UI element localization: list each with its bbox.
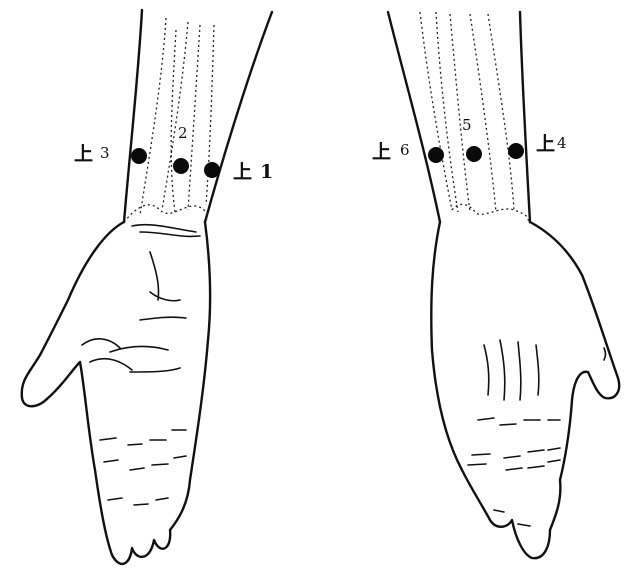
left-forearm-outline xyxy=(124,10,272,222)
right-hand-back xyxy=(388,12,619,558)
left-hand-palm xyxy=(22,10,272,564)
svg-text:4: 4 xyxy=(557,134,567,152)
svg-text:上: 上 xyxy=(536,133,555,155)
left-wrist-crease xyxy=(124,205,207,222)
svg-text:上: 上 xyxy=(74,143,93,165)
left-hand-outline xyxy=(22,222,210,564)
label-upper-2: 2 xyxy=(178,124,188,142)
label-upper-6: 上 6 xyxy=(372,141,410,163)
left-tendon-lines xyxy=(140,18,214,215)
point-upper-1 xyxy=(204,162,220,178)
svg-text:3: 3 xyxy=(100,144,110,162)
right-hand-outline xyxy=(431,222,619,558)
svg-text:1: 1 xyxy=(260,161,273,183)
left-thumb-crease xyxy=(82,339,132,370)
svg-text:5: 5 xyxy=(462,116,472,134)
svg-text:2: 2 xyxy=(178,124,188,142)
svg-text:6: 6 xyxy=(400,141,410,159)
right-hand-lines xyxy=(468,340,606,526)
svg-text:上: 上 xyxy=(233,161,252,183)
point-upper-2 xyxy=(173,158,189,174)
svg-text:上: 上 xyxy=(372,141,391,163)
right-forearm-outline xyxy=(388,12,530,222)
right-wrist-crease xyxy=(452,204,528,222)
point-upper-6 xyxy=(428,147,444,163)
label-upper-4: 上 4 xyxy=(536,133,567,155)
label-upper-5: 5 xyxy=(462,116,472,134)
left-palm-lines xyxy=(110,252,186,372)
point-upper-5 xyxy=(466,146,482,162)
left-wrist-lines xyxy=(132,225,200,237)
point-upper-3 xyxy=(131,148,147,164)
point-upper-4 xyxy=(508,143,524,159)
label-upper-1: 上 1 xyxy=(233,161,273,183)
label-upper-3: 上 3 xyxy=(74,143,110,165)
right-tendon-lines xyxy=(420,12,514,212)
left-finger-creases xyxy=(100,430,186,505)
